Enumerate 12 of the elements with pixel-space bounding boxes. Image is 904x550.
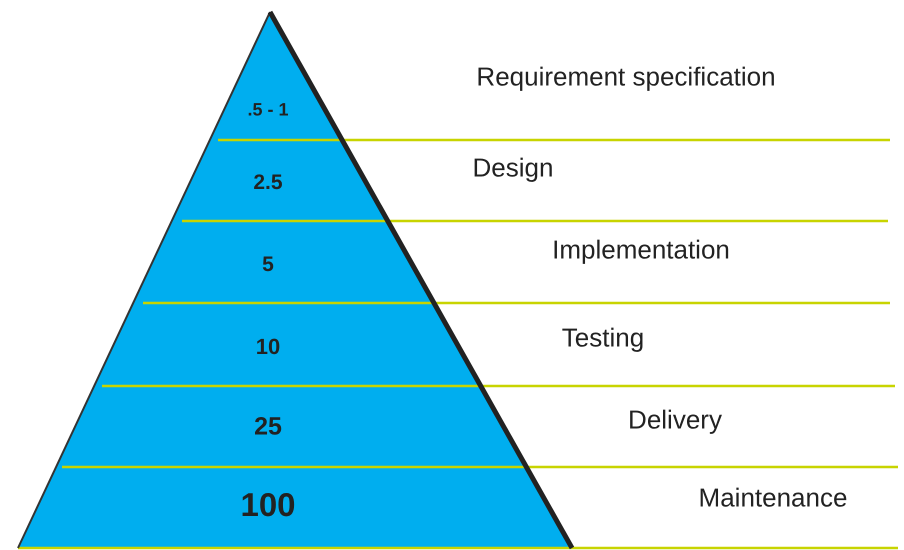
band-value: 25: [254, 412, 282, 442]
band-value: 5: [262, 253, 274, 277]
band-value: 10: [256, 334, 280, 360]
stage-label: Implementation: [552, 234, 730, 266]
stage-label: Requirement specification: [476, 62, 776, 92]
stage-label: Maintenance: [698, 482, 848, 514]
band-value: 2.5: [253, 171, 283, 195]
band-value: .5 - 1: [247, 100, 288, 120]
stage-label: Design: [472, 152, 554, 184]
stage-label: Testing: [562, 322, 644, 354]
stage-label: Delivery: [628, 404, 722, 436]
band-value: 100: [240, 486, 296, 524]
